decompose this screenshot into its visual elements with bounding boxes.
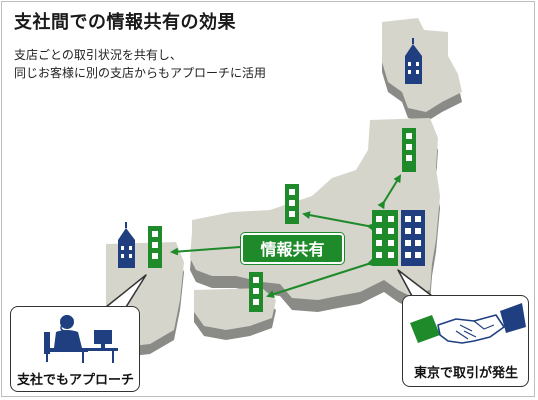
arrow-to-shikoku — [266, 258, 375, 298]
arrow-to-tohoku — [377, 174, 402, 210]
chubu-branch-building — [285, 184, 299, 224]
callout-tokyo-deal-label: 東京で取引が発生 — [414, 366, 519, 381]
kyushu-office-building — [118, 222, 135, 268]
arrow-to-kyushu — [170, 246, 241, 256]
share-arrows — [170, 174, 402, 298]
handshake-icon — [410, 303, 526, 344]
tokyo-branch-building — [372, 210, 398, 266]
shikoku-region — [194, 288, 276, 340]
person-at-computer-icon — [44, 315, 118, 363]
tokyo-headquarters-building — [401, 210, 425, 266]
shikoku-branch-building — [249, 272, 263, 312]
page-title: 支社間での情報共有の効果 — [14, 12, 236, 33]
callout-branch-approach-label: 支社でもアプローチ — [17, 373, 135, 388]
subtitle-line-2: 同じお客様に別の支店からもアプローチに活用 — [14, 66, 267, 80]
subtitle-line-1: 支店ごとの取引状況を共有し、 — [14, 48, 182, 62]
callout-tokyo-deal: 東京で取引が発生 — [402, 295, 529, 387]
kyushu-branch-building — [148, 226, 162, 268]
tohoku-branch-building — [402, 128, 416, 172]
information-sharing-label: 情報共有 — [241, 233, 344, 264]
subtitle: 支店ごとの取引状況を共有し、 同じお客様に別の支店からもアプローチに活用 — [14, 46, 266, 82]
hokkaido-office-building — [405, 38, 422, 84]
arrow-to-chubu — [302, 211, 375, 232]
callout-branch-approach: 支社でもアプローチ — [10, 306, 140, 392]
